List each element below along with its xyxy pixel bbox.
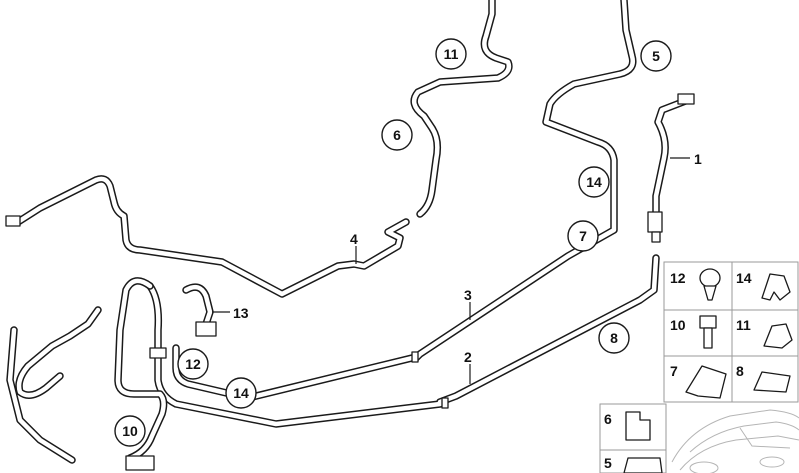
svg-text:11: 11 [444,46,459,62]
parts-grid: 12 14 10 11 [599,261,799,473]
svg-text:7: 7 [579,228,587,244]
callout-6: 6 [381,119,413,151]
car-outline-icon [671,409,799,473]
grid-cell-7: 7 [663,355,733,403]
svg-text:5: 5 [604,455,612,471]
grid-cell-12: 12 [663,261,733,311]
svg-text:8: 8 [736,363,744,379]
grid-cell-10: 10 [663,309,733,357]
svg-text:10: 10 [670,317,686,333]
svg-text:13: 13 [233,305,249,321]
svg-text:6: 6 [604,411,612,427]
svg-text:2: 2 [464,349,472,365]
svg-text:14: 14 [233,385,249,401]
label-3: 3 [464,287,472,320]
grid-cell-11: 11 [731,309,799,357]
callout-10: 10 [114,415,146,447]
label-2: 2 [464,349,472,384]
callout-14b: 14 [225,377,257,409]
svg-text:6: 6 [393,127,401,143]
svg-text:3: 3 [464,287,472,303]
svg-text:1: 1 [694,151,702,167]
callout-12: 12 [177,348,209,380]
hose-lines [6,0,692,464]
grid-cell-14: 14 [731,261,799,311]
grid-cell-8: 8 [731,355,799,403]
svg-text:7: 7 [670,363,678,379]
label-13: 13 [212,305,249,321]
pipe-holder-icon [685,365,727,399]
svg-text:14: 14 [586,174,602,190]
hose-fittings [5,93,695,471]
svg-text:5: 5 [652,48,660,64]
clip-grommet-icon [699,268,721,301]
svg-text:10: 10 [122,423,138,439]
svg-text:11: 11 [736,317,751,333]
svg-text:4: 4 [350,231,358,247]
label-1: 1 [670,151,702,167]
callout-14a: 14 [578,166,610,198]
bolt-icon [699,315,717,349]
hose-clip-icon [763,323,793,349]
label-4: 4 [350,231,358,264]
callout-7: 7 [567,220,599,252]
svg-text:12: 12 [670,270,686,286]
grid-cell-5: 5 [599,449,667,473]
callout-11: 11 [435,38,467,70]
grid-cell-6: 6 [599,403,667,451]
u-clip-icon [625,411,651,441]
spring-clip-icon [623,457,663,473]
svg-text:12: 12 [185,356,201,372]
double-clip-icon [761,273,791,301]
svg-text:14: 14 [736,270,752,286]
callout-8: 8 [598,322,630,354]
bracket-clip-icon [753,371,791,393]
callout-5: 5 [640,40,672,72]
svg-text:8: 8 [610,330,618,346]
